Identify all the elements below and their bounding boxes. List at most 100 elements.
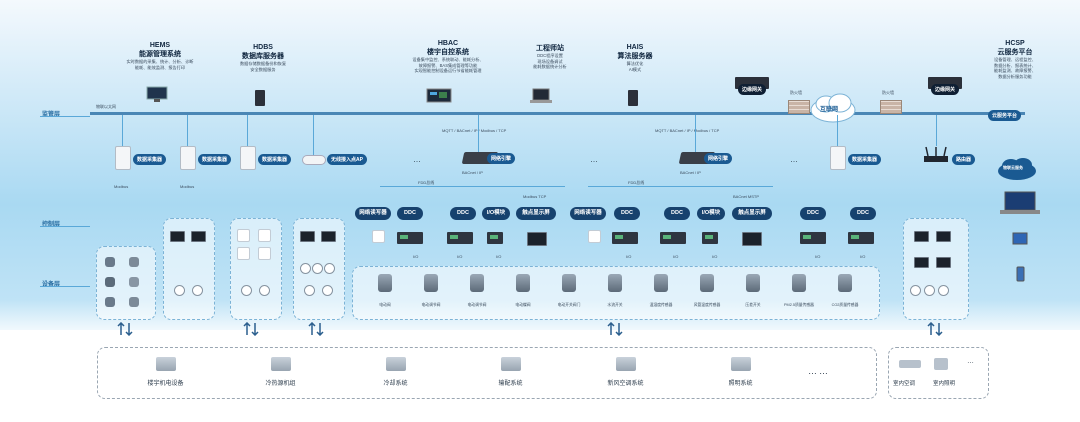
system-hcsp-desc-2: 数据分析、报表统计、: [994, 62, 1036, 68]
indoor-screen-1: [914, 231, 929, 242]
collector-1-device: [115, 146, 131, 170]
panel-screen-2: [191, 231, 206, 242]
indoor-ac-icon: [899, 360, 921, 368]
panel-screen-1: [170, 231, 185, 242]
modbus-tcp-label: Modbus TCP: [523, 194, 547, 199]
ddc-device-right-2: [660, 232, 686, 244]
system-hems-desc-1: 实时数据的采集、统计、分析、诊断: [126, 59, 194, 64]
field-device-label-8: 风管温度传感器: [693, 303, 721, 307]
panel-group-box-1: [163, 218, 215, 320]
ellipsis-1: …: [413, 155, 423, 164]
panel-group-box-3: [293, 218, 345, 320]
system-engineer-desc-2: 现场设备调试: [537, 58, 563, 64]
control-far-ddc-2: DDC: [850, 207, 876, 220]
gauge-icon-5: [300, 263, 311, 274]
gauge-icon-11: [924, 285, 935, 296]
gauge-icon-2: [192, 285, 203, 296]
link-collector-4: [837, 115, 838, 146]
ellipsis-2: …: [590, 155, 600, 164]
io-label-3: I/O: [496, 254, 502, 259]
fdd-bus-right-label: FDD总线: [628, 180, 645, 185]
firewall-1-label: 防火墙: [790, 90, 802, 95]
ddc-device-far-1: [800, 232, 826, 244]
subsystem-icon-4: [500, 357, 521, 371]
subsystem-label-3: 冷却系统: [383, 381, 408, 387]
updown-arrow-icon-4: [607, 322, 623, 336]
field-device-icon-6: [608, 274, 622, 292]
link-collector-1: [122, 115, 123, 146]
layer-label-control: 控制层: [42, 222, 61, 228]
iot-cloud-icon: [998, 158, 1036, 180]
indoor-screen-3: [914, 257, 929, 268]
indoor-subsystems-box: 室内空调 室内照明 …: [888, 347, 989, 399]
field-device-label-7: 温湿度传感器: [649, 303, 673, 307]
subsystem-label-1: 楼宇机电设备: [147, 381, 184, 387]
cloud-platform-label: 云服务平台: [988, 110, 1022, 121]
edge-gateway-2-label: 边缘网关: [931, 84, 960, 95]
layer-label-field: 设备层: [42, 282, 61, 288]
field-device-label-10: PM2.5质量传感器: [784, 303, 814, 307]
firewall-1-icon: [788, 100, 810, 114]
system-hais-desc-1: 算法优化: [626, 61, 644, 66]
firewall-2-icon: [880, 100, 902, 114]
switch-pad-2: [258, 229, 271, 242]
subsystem-icon-6: [730, 357, 751, 371]
io-label-2: I/O: [457, 254, 463, 259]
io-label-1: I/O: [413, 254, 419, 259]
field-device-label-2: 电动调节阀: [421, 303, 441, 307]
meter-group-box: [96, 246, 156, 320]
updown-arrow-icon-1: [117, 322, 133, 336]
io-label-6: I/O: [712, 254, 718, 259]
field-device-label-5: 电动开关阀门: [557, 303, 581, 307]
protocol-right-label: MQTT / BACnet / IP / Modbus / TCP: [655, 128, 720, 133]
system-hbac-desc-3: 实现智能控制设备运行节省能耗管理: [414, 68, 482, 73]
meter-icon-3: [105, 277, 115, 287]
meter-icon-2: [129, 257, 139, 267]
system-hdbs-code: HDBS: [253, 44, 273, 51]
subsystem-label-5: 新风空调系统: [607, 381, 644, 387]
system-engineer-station: 工程师站 DDC程序设置 现场设备调试 能耗数据统计分析: [490, 44, 610, 70]
io-label-8: I/O: [860, 254, 866, 259]
field-device-icon-4: [516, 274, 530, 292]
collector-4-device: [830, 146, 846, 170]
control-left-ddc-2: DDC: [450, 207, 476, 220]
subsystem-label-6: 照明系统: [728, 381, 753, 387]
system-hcsp-code: HCSP: [1005, 40, 1025, 47]
switch-pad-3: [237, 247, 250, 260]
gauge-icon-8: [304, 285, 315, 296]
gauge-icon-10: [910, 285, 921, 296]
field-device-icon-8: [700, 274, 714, 292]
system-hcsp-desc-4: 数据分析服务功能: [998, 73, 1032, 79]
control-right-io: I/O模块: [697, 207, 725, 220]
laptop-icon: [1000, 191, 1040, 214]
ethernet-bus: [90, 112, 1025, 115]
system-hdbs-desc-2: 安全数据服务: [250, 66, 276, 72]
link-network-engine-1: [478, 115, 479, 152]
ddc-device-left-2: [447, 232, 473, 244]
gauge-icon-12: [938, 285, 949, 296]
field-device-label-11: CO2质量传感器: [831, 303, 859, 307]
system-hcsp-name: 云服务平台: [997, 49, 1033, 56]
io-device-right: [702, 232, 718, 244]
collector-2-device: [180, 146, 196, 170]
indoor-group-box: [903, 218, 969, 320]
ellipsis-3: …: [790, 155, 800, 164]
internet-cloud-icon: [810, 93, 856, 123]
link-collector-3: [247, 115, 248, 146]
field-device-icon-3: [470, 274, 484, 292]
control-left-io: I/O模块: [482, 207, 510, 220]
gauge-icon-6: [312, 263, 323, 274]
display-device-right: [742, 232, 762, 246]
system-hdbs-desc-1: 数据存储数据备份和恢复: [239, 61, 287, 66]
control-right-display: 触点显示屏: [732, 207, 772, 220]
system-hbac-desc-1: 设备集中监控、系统联动、能耗分析、: [412, 57, 484, 62]
modbus-label-1: Modbus: [114, 184, 129, 189]
collector-4-label: 数据采集器: [848, 154, 882, 165]
subsystem-icon-5: [615, 357, 636, 371]
layer-rule-control: [40, 226, 90, 227]
subsystems-more: ……: [808, 366, 830, 376]
hbac-monitor-icon: [426, 88, 452, 103]
monitor-icon: [146, 86, 168, 102]
system-hcsp-desc-1: 设备管理、远程监控、: [994, 57, 1036, 62]
